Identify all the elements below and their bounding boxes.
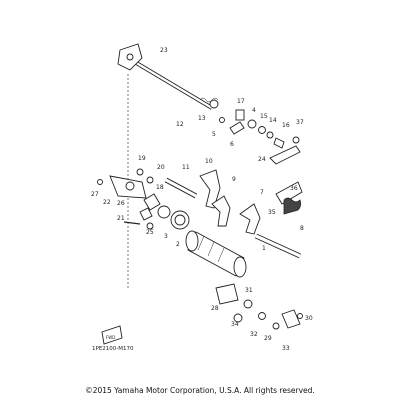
part-31 xyxy=(243,299,253,309)
callout-13: 13 xyxy=(198,115,206,122)
pin-21 xyxy=(123,221,141,225)
part-32 xyxy=(258,312,266,320)
callout-18: 18 xyxy=(156,184,164,191)
part-19 xyxy=(136,168,144,176)
callout-33: 33 xyxy=(282,345,290,352)
callout-5: 5 xyxy=(212,131,216,138)
segment-28 xyxy=(215,283,239,305)
callout-19: 19 xyxy=(138,155,146,162)
part-26 xyxy=(139,207,153,221)
shift-shaft xyxy=(117,43,214,110)
callout-36: 36 xyxy=(290,185,298,192)
callout-11: 11 xyxy=(182,164,190,171)
callout-9: 9 xyxy=(232,176,236,183)
boot-35 xyxy=(283,197,302,215)
callout-29: 29 xyxy=(264,335,272,342)
diagram-code: 1PE2100-M170 xyxy=(92,346,134,352)
callout-34: 34 xyxy=(231,321,239,328)
shaft-spring xyxy=(199,97,219,109)
part-4 xyxy=(247,119,257,129)
part-29 xyxy=(272,322,280,330)
part-36 xyxy=(275,181,303,205)
shift-drum xyxy=(185,230,247,278)
callout-17: 17 xyxy=(237,98,245,105)
guide-bar-8 xyxy=(254,233,302,259)
part-14 xyxy=(266,131,274,139)
callout-32: 32 xyxy=(250,331,258,338)
bolt-27 xyxy=(97,179,103,185)
part-20 xyxy=(146,176,154,184)
callout-25: 25 xyxy=(146,229,154,236)
callout-21: 21 xyxy=(117,215,125,222)
fwd-tag-label: FWD xyxy=(106,335,115,340)
guide-bar-11 xyxy=(164,177,198,199)
part-34 xyxy=(233,313,243,323)
callout-6: 6 xyxy=(230,141,234,148)
callout-8: 8 xyxy=(300,225,304,232)
callout-28: 28 xyxy=(211,305,219,312)
shift-fork-7 xyxy=(239,203,261,235)
copyright-notice: ©2015 Yamaha Motor Corporation, U.S.A. A… xyxy=(85,386,315,395)
callout-10: 10 xyxy=(205,158,213,165)
callout-37: 37 xyxy=(296,119,304,126)
part-24 xyxy=(269,145,301,165)
callout-1: 1 xyxy=(262,245,266,252)
part-6 xyxy=(229,121,245,135)
callout-20: 20 xyxy=(157,164,165,171)
callout-4: 4 xyxy=(252,107,256,114)
callout-30: 30 xyxy=(305,315,313,322)
part-15 xyxy=(258,126,266,134)
callout-31: 31 xyxy=(245,287,253,294)
callout-3: 3 xyxy=(164,233,168,240)
callout-22: 22 xyxy=(103,199,111,206)
plate-22-hole xyxy=(125,181,135,191)
part-25 xyxy=(146,222,154,230)
part-37 xyxy=(292,136,300,144)
callout-27: 27 xyxy=(91,191,99,198)
fwd-tag-icon: FWD xyxy=(101,325,123,345)
shift-fork-10 xyxy=(199,169,221,209)
bearing-2-inner xyxy=(174,214,186,226)
callout-2: 2 xyxy=(176,241,180,248)
callout-24: 24 xyxy=(258,156,266,163)
callout-14: 14 xyxy=(269,117,277,124)
callout-12: 12 xyxy=(176,121,184,128)
callout-16: 16 xyxy=(282,122,290,129)
part-30 xyxy=(297,313,303,319)
lever-33 xyxy=(281,309,301,329)
callout-15: 15 xyxy=(260,113,268,120)
callout-23: 23 xyxy=(160,47,168,54)
callout-35: 35 xyxy=(268,209,276,216)
part-16 xyxy=(273,137,285,149)
callout-26: 26 xyxy=(117,200,125,207)
part-17 xyxy=(235,109,245,121)
part-3 xyxy=(157,205,171,219)
callout-7: 7 xyxy=(260,189,264,196)
part-5 xyxy=(219,117,225,123)
shift-fork-9 xyxy=(211,195,231,227)
part-18 xyxy=(143,193,161,211)
